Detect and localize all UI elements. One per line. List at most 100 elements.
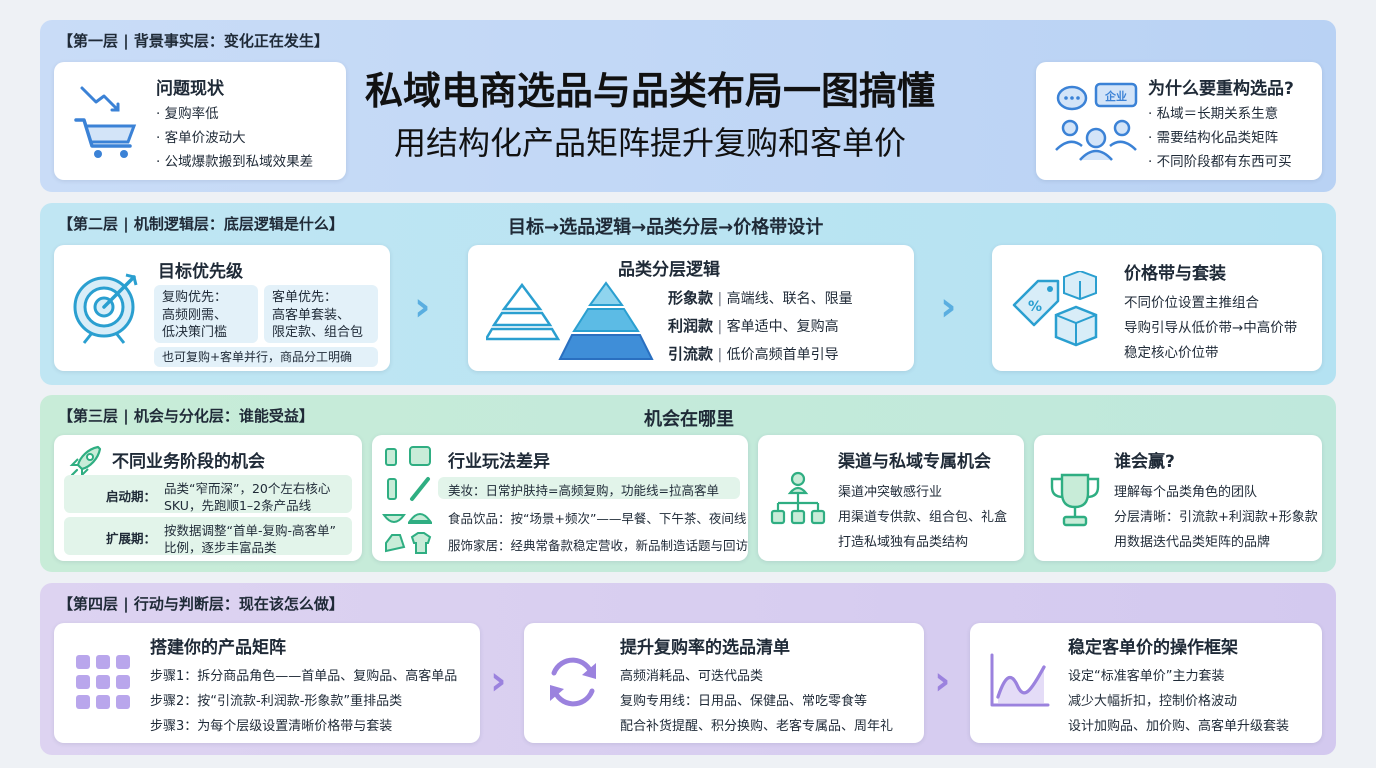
why-item: · 私域＝长期关系生意 bbox=[1148, 106, 1279, 122]
page-title: 私域电商选品与品类布局一图搞懂 bbox=[364, 69, 935, 113]
repurchase-title: 提升复购率的选品清单 bbox=[620, 638, 790, 658]
chevron-right-icon: › bbox=[414, 284, 431, 330]
tier-desc: 高端线、联名、限量 bbox=[726, 291, 853, 307]
refresh-cycle-icon bbox=[544, 653, 602, 715]
why-item: · 需要结构化品类矩阵 bbox=[1148, 130, 1279, 146]
channel-item: 打造私域独有品类结构 bbox=[838, 535, 969, 550]
grid-icon bbox=[74, 653, 132, 715]
channel-title: 渠道与私域专属机会 bbox=[838, 452, 991, 472]
matrix-title: 搭建你的产品矩阵 bbox=[150, 638, 286, 658]
aov-priority-box: 客单优先： 高客单套装、 限定款、组合包 bbox=[264, 285, 378, 343]
aov-title: 稳定客单价的操作框架 bbox=[1068, 638, 1238, 658]
tier-row-image: 形象款 | 高端线、联名、限量 bbox=[668, 289, 853, 307]
tier-desc: 客单适中、复购高 bbox=[726, 319, 839, 335]
why-item: · 不同阶段都有东西可买 bbox=[1148, 154, 1292, 170]
industry-text: 服饰家居：经典常备款稳定营收，新品制造话题与回访 bbox=[448, 538, 749, 553]
why-card: 企业 为什么要重构选品? · 私域＝长期关系生意 · 需要结构化品类矩阵 · 不… bbox=[1036, 62, 1322, 180]
aov-item: 设定“标准客单价”主力套装 bbox=[1068, 669, 1225, 684]
channel-item: 用渠道专供款、组合包、礼盒 bbox=[838, 510, 1008, 525]
stage-text: SKU，先跑顺1–2条产品线 bbox=[164, 498, 312, 513]
aov-item: 设计加购品、加价购、高客单升级套装 bbox=[1068, 719, 1290, 734]
industry-card: 行业玩法差异 美妆：日常护肤持=高频复购，功能线=拉高客单 食品饮品：按“场景+… bbox=[372, 435, 748, 561]
chevron-right-icon: › bbox=[490, 658, 507, 704]
layer2-tag: 【第二层 | 机制逻辑层：底层逻辑是什么】 bbox=[58, 215, 344, 233]
repurchase-line: 低决策门槛 bbox=[162, 325, 228, 341]
layer-action: 【第四层 | 行动与判断层：现在该怎么做】 搭建你的产品矩阵 步骤1：拆分商品角… bbox=[40, 583, 1336, 755]
stage-text: 品类“窄而深”，20个左右核心 bbox=[164, 481, 331, 496]
channel-item: 渠道冲突敏感行业 bbox=[838, 485, 943, 500]
aov-line: 客单优先： bbox=[272, 290, 338, 305]
chevron-right-icon: › bbox=[934, 658, 951, 704]
repurchase-priority-box: 复购优先： 高频刚需、 低决策门槛 bbox=[154, 285, 258, 343]
repurchase-card: 提升复购率的选品清单 高频消耗品、可迭代品类 复购专用线：日用品、保健品、常吃零… bbox=[524, 623, 924, 743]
tier-row-profit: 利润款 | 客单适中、复购高 bbox=[668, 317, 839, 335]
tier-row-traffic: 引流款 | 低价高频首单引导 bbox=[668, 345, 839, 363]
aov-line: 高客单套装、 bbox=[272, 307, 351, 323]
stage-title: 不同业务阶段的机会 bbox=[112, 452, 265, 472]
stage-text: 按数据调整“首单-复购-高客单” bbox=[164, 523, 336, 538]
why-title: 为什么要重构选品? bbox=[1148, 79, 1294, 99]
layer-background-facts: 【第一层 | 背景事实层：变化正在发生】 问题现状 · 复购率低 · 客单价波动… bbox=[40, 20, 1336, 192]
matrix-step: 步骤2：按“引流款-利润款-形象款”重排品类 bbox=[150, 694, 403, 709]
repurchase-item: 配合补货提醒、积分换购、老客专属品、周年礼 bbox=[620, 719, 894, 734]
winner-item: 用数据迭代品类矩阵的品牌 bbox=[1114, 535, 1271, 550]
price-item: 稳定核心价位带 bbox=[1124, 345, 1219, 361]
goal-title: 目标优先级 bbox=[158, 262, 243, 282]
stage-label: 扩展期： bbox=[106, 531, 157, 546]
shopping-cart-icon bbox=[74, 80, 140, 166]
repurchase-item: 复购专用线：日用品、保健品、常吃零食等 bbox=[620, 694, 868, 709]
layer3-tag: 【第三层 | 机会与分化层：谁能受益】 bbox=[58, 407, 314, 425]
aov-item: 减少大幅折扣，控制价格波动 bbox=[1068, 694, 1238, 709]
repurchase-item: 高频消耗品、可迭代品类 bbox=[620, 669, 764, 684]
line-chart-icon bbox=[988, 653, 1050, 713]
industry-text: 美妆：日常护肤持=高频复购，功能线=拉高客单 bbox=[448, 483, 719, 498]
matrix-step: 步骤3：为每个层级设置清晰价格带与套装 bbox=[150, 719, 393, 734]
stage-row-startup: 启动期： 品类“窄而深”，20个左右核心 SKU，先跑顺1–2条产品线 bbox=[64, 475, 352, 513]
stage-opportunity-card: 不同业务阶段的机会 启动期： 品类“窄而深”，20个左右核心 SKU，先跑顺1–… bbox=[54, 435, 362, 561]
repurchase-line: 复购优先： bbox=[162, 290, 228, 305]
problem-item: · 公域爆款搬到私域效果差 bbox=[156, 154, 314, 170]
winner-item: 理解每个品类角色的团队 bbox=[1114, 485, 1258, 500]
price-band-card: % 价格带与套装 不同价位设置主推组合 导购引导从低价带→中高价带 稳定核心价位… bbox=[992, 245, 1322, 371]
tier-logic-card: 品类分层逻辑 形象款 | 高端线、联名、限量 利润款 | 客单适中、复购高 引流… bbox=[468, 245, 914, 371]
trophy-icon bbox=[1046, 471, 1104, 533]
layer-opportunity: 【第三层 | 机会与分化层：谁能受益】 机会在哪里 不同业务阶段的机会 启动期：… bbox=[40, 395, 1336, 572]
problem-card: 问题现状 · 复购率低 · 客单价波动大 · 公域爆款搬到私域效果差 bbox=[54, 62, 346, 180]
problem-item: · 复购率低 bbox=[156, 106, 219, 122]
pyramid-icon bbox=[483, 279, 676, 367]
price-tag-box-icon: % bbox=[1008, 269, 1102, 351]
tier-title: 品类分层逻辑 bbox=[618, 260, 720, 280]
stage-text: 比例，逐步丰富品类 bbox=[164, 540, 277, 555]
svg-text:%: % bbox=[1028, 299, 1042, 315]
aov-line: 限定款、组合包 bbox=[272, 325, 364, 341]
products-grid-icon bbox=[382, 443, 436, 561]
tier-name: 引流款 bbox=[668, 345, 714, 363]
industry-row: 美妆：日常护肤持=高频复购，功能线=拉高客单 bbox=[438, 477, 740, 499]
channel-card: 渠道与私域专属机会 渠道冲突敏感行业 用渠道专供款、组合包、礼盒 打造私域独有品… bbox=[758, 435, 1024, 561]
page-subtitle: 用结构化产品矩阵提升复购和客单价 bbox=[393, 124, 906, 162]
winner-title: 谁会赢? bbox=[1114, 452, 1175, 472]
org-chart-icon bbox=[770, 471, 826, 533]
problem-item: · 客单价波动大 bbox=[156, 130, 246, 146]
opportunity-title: 机会在哪里 bbox=[644, 409, 734, 430]
team-chat-icon bbox=[1052, 80, 1140, 166]
winner-card: 谁会赢? 理解每个品类角色的团队 分层清晰：引流款+利润款+形象款 用数据迭代品… bbox=[1034, 435, 1322, 561]
repurchase-line: 高频刚需、 bbox=[162, 307, 228, 323]
winner-item: 分层清晰：引流款+利润款+形象款 bbox=[1114, 510, 1318, 525]
layer1-tag: 【第一层 | 背景事实层：变化正在发生】 bbox=[58, 32, 329, 50]
matrix-step: 步骤1：拆分商品角色——首单品、复购品、高客单品 bbox=[150, 669, 458, 684]
layer-mechanism-logic: 【第二层 | 机制逻辑层：底层逻辑是什么】 目标→选品逻辑→品类分层→价格带设计… bbox=[40, 203, 1336, 385]
problem-title: 问题现状 bbox=[156, 79, 224, 99]
price-item: 不同价位设置主推组合 bbox=[1124, 295, 1259, 311]
tier-desc: 低价高频首单引导 bbox=[726, 347, 839, 363]
tier-name: 形象款 bbox=[668, 289, 714, 307]
industry-text: 食品饮品：按“场景+频次”——早餐、下午茶、夜间线 bbox=[448, 511, 747, 526]
logic-flow-title: 目标→选品逻辑→品类分层→价格带设计 bbox=[508, 217, 824, 238]
price-title: 价格带与套装 bbox=[1124, 264, 1226, 284]
enterprise-badge: 企业 bbox=[1105, 90, 1127, 103]
target-icon bbox=[72, 269, 144, 349]
tier-name: 利润款 bbox=[668, 317, 714, 335]
layer4-tag: 【第四层 | 行动与判断层：现在该怎么做】 bbox=[58, 595, 344, 613]
parallel-note: 也可复购+客单并行，商品分工明确 bbox=[154, 347, 378, 367]
rocket-icon bbox=[68, 443, 104, 483]
